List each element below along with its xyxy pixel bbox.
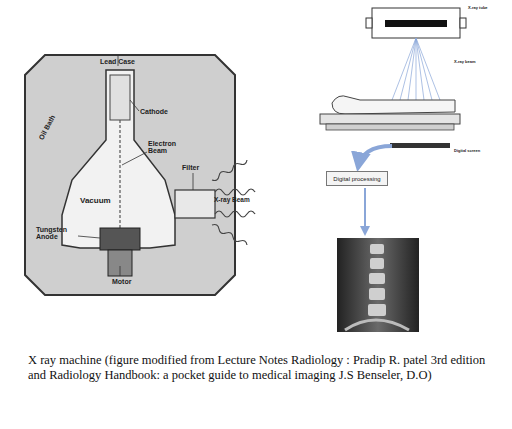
patient	[332, 96, 455, 114]
flow-arrow	[358, 146, 392, 168]
part-label: X-ray Beam	[214, 197, 254, 204]
part-label: X-ray beam	[454, 60, 494, 64]
cathode-shape	[110, 75, 130, 120]
tube-end	[366, 18, 372, 28]
lead-case	[25, 55, 235, 295]
glass-envelope	[62, 70, 175, 248]
tungsten-anode-shape	[100, 228, 140, 250]
xray-wave	[212, 160, 247, 181]
digital-screen-bar	[390, 143, 450, 148]
xray-wave	[215, 211, 255, 217]
part-label: X-ray tube	[468, 6, 508, 10]
part-label: Vacuum	[80, 197, 120, 205]
part-label: Cathode	[140, 108, 180, 115]
electron-beam-line	[119, 120, 120, 228]
tube-housing	[372, 8, 460, 38]
tube-core	[385, 20, 447, 27]
leader-line	[130, 100, 139, 111]
motor-shape	[108, 250, 132, 276]
table-top	[320, 114, 460, 124]
process-box: Digital processing	[326, 171, 388, 186]
xray-wave	[215, 189, 255, 195]
xray-wave	[212, 225, 247, 246]
part-label: Motor	[112, 278, 152, 285]
part-label: Filter	[182, 164, 212, 171]
pelvis-outline	[345, 320, 409, 330]
figure-caption: X ray machine (figure modified from Lect…	[28, 353, 500, 383]
part-label: Lead Case	[100, 58, 150, 65]
box-text: Digital processing	[333, 176, 380, 182]
leader-line	[78, 236, 100, 238]
leader-line	[120, 266, 121, 276]
leader-line	[122, 152, 147, 165]
part-label: Digital screen	[454, 149, 494, 153]
flow-arrow	[364, 188, 366, 234]
leader-line	[193, 173, 194, 190]
xray-beam-fan	[392, 38, 440, 100]
tube-end	[460, 18, 466, 28]
spine-vertebrae	[368, 244, 386, 316]
part-label: Electron Beam	[148, 140, 178, 155]
table-base	[326, 124, 454, 130]
part-label: Tungsten Anode	[36, 226, 76, 241]
xray-image	[337, 238, 419, 332]
filter-box	[175, 190, 215, 218]
